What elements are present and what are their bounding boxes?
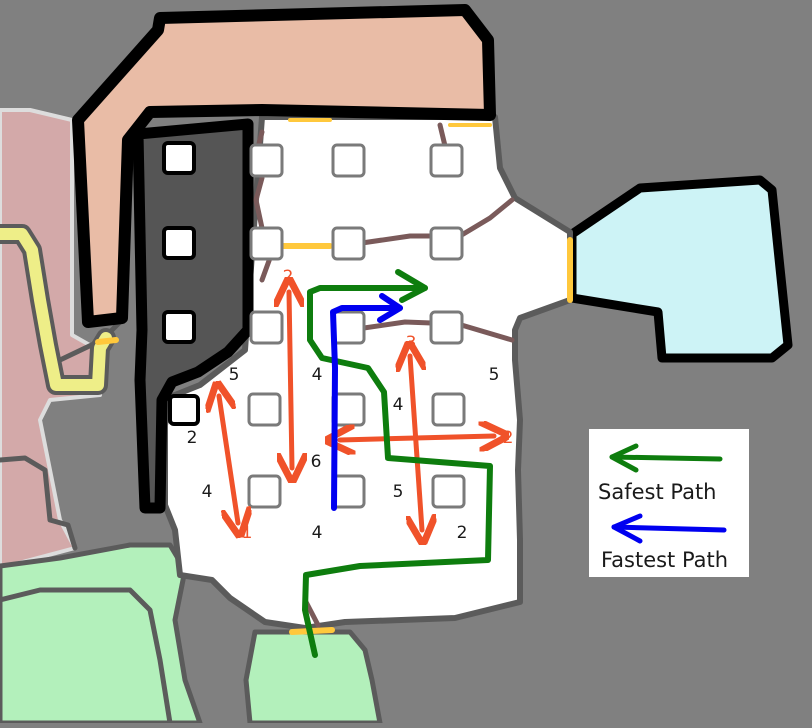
red-number: 2	[503, 428, 514, 448]
legend-safest-label: Safest Path	[598, 480, 717, 504]
wall-window-3	[162, 310, 196, 344]
tile	[431, 474, 466, 509]
green-area-bottom	[243, 629, 383, 726]
red-double-arrow	[340, 436, 494, 440]
tile	[429, 310, 464, 345]
tile-number: 5	[393, 482, 404, 502]
red-number: 1	[242, 523, 253, 543]
wall-window-2	[162, 226, 196, 260]
legend-fastest-arrow	[611, 513, 727, 544]
tile	[247, 474, 282, 509]
red-number: 3	[406, 333, 417, 353]
tile-number: 6	[311, 452, 322, 472]
red-arrows	[219, 292, 494, 530]
tile	[247, 392, 282, 427]
tile	[331, 226, 366, 261]
tile-number: 5	[229, 365, 240, 385]
tile	[431, 392, 466, 427]
red-double-arrow	[219, 396, 238, 523]
safest-path-arrow	[302, 269, 493, 658]
tile-number: 4	[202, 482, 213, 502]
tile	[429, 143, 464, 178]
tile-number: 2	[457, 523, 468, 543]
grid-tiles	[247, 143, 466, 509]
wall-window-1	[162, 141, 196, 175]
tile	[331, 310, 366, 345]
tile-number: 2	[187, 428, 198, 448]
legend: Safest Path Fastest Path	[589, 429, 749, 577]
peach-room	[72, 4, 496, 328]
tile-number: 4	[312, 365, 323, 385]
tile	[331, 474, 366, 509]
tile-number: 4	[312, 523, 323, 543]
tile-number: 5	[489, 365, 500, 385]
door-left	[95, 337, 119, 345]
red-number: 2	[283, 267, 294, 287]
tile-number: 4	[393, 395, 404, 415]
green-area-left	[0, 542, 203, 726]
tile	[249, 310, 284, 345]
tile	[429, 226, 464, 261]
fastest-path-arrow	[330, 293, 403, 511]
red-double-arrow	[289, 292, 292, 468]
legend-fastest-label: Fastest Path	[601, 548, 728, 572]
wall-windows	[162, 141, 200, 426]
yellow-corridor-fill	[0, 228, 112, 391]
wall-window-4	[168, 394, 200, 426]
legend-safest-arrow	[609, 443, 723, 473]
cyan-room	[567, 175, 793, 363]
tile	[249, 143, 284, 178]
tile	[331, 143, 366, 178]
tile	[249, 226, 284, 261]
